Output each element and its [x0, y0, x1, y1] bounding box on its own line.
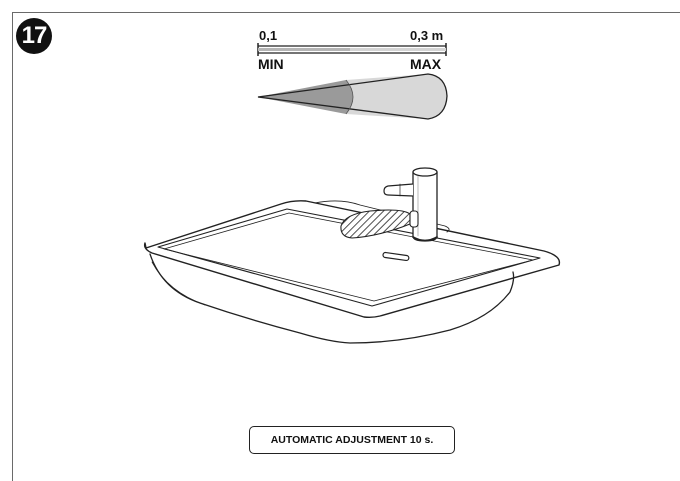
range-min-label: MIN — [258, 56, 284, 72]
range-scale-bar — [257, 43, 447, 56]
range-min-value: 0,1 — [259, 28, 278, 43]
sensor-beam-cone — [257, 73, 448, 120]
range-max-value: 0,3 m — [410, 28, 444, 43]
faucet-illustration — [340, 167, 438, 242]
range-max-label: MAX — [410, 56, 442, 72]
step-number-badge: 17 — [16, 18, 52, 54]
page-frame — [12, 12, 680, 481]
sink-illustration — [143, 200, 561, 344]
automatic-adjustment-caption: AUTOMATIC ADJUSTMENT 10 s. — [249, 426, 455, 454]
